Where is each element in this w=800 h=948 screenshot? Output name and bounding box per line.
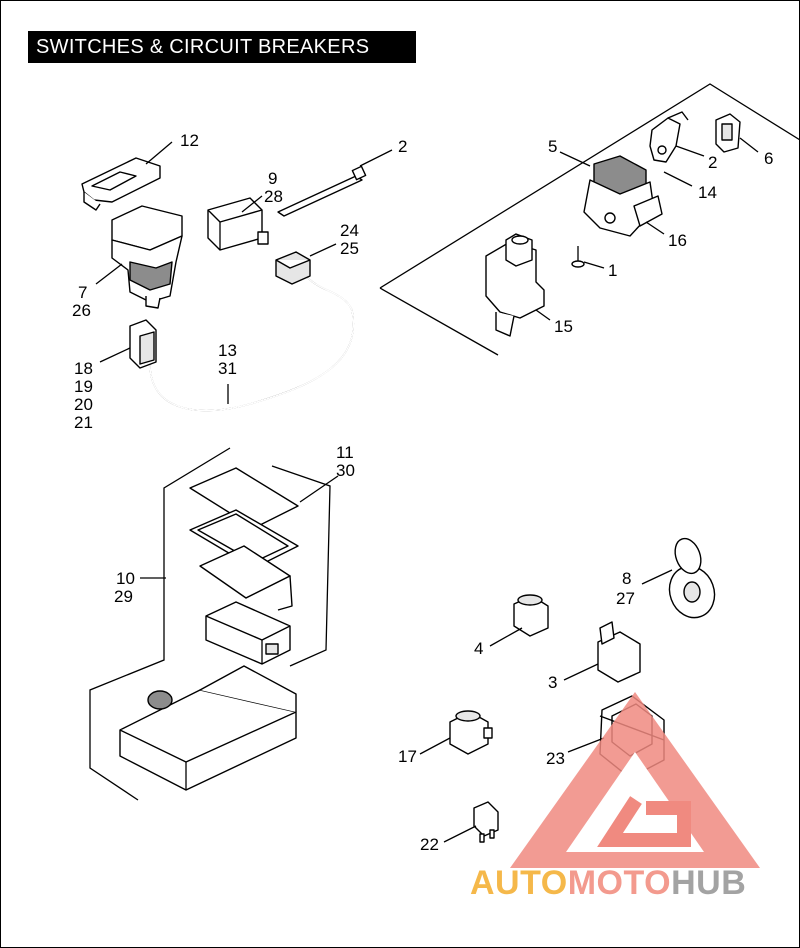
- watermark-auto: AUTO: [470, 864, 568, 902]
- callout-7: 7: [78, 283, 87, 302]
- ignition-group-boundary: [379, 83, 800, 356]
- callout-26: 26: [72, 301, 91, 320]
- leader-lines: [95, 137, 759, 843]
- part-1-screw: [571, 246, 585, 268]
- callout-10: 10: [116, 569, 135, 588]
- part-9-connector: [207, 197, 269, 251]
- part-24-harness-connector: [275, 251, 311, 285]
- part-4-switch: [513, 594, 549, 637]
- watermark-logo: [510, 692, 760, 868]
- part-2-cable-strap: [277, 165, 367, 217]
- callout-31: 31: [218, 359, 237, 378]
- callout-3: 3: [548, 673, 557, 692]
- callout-25: 25: [340, 239, 359, 258]
- callout-11: 11: [336, 443, 354, 462]
- callout-2-upper-left: 2: [398, 137, 407, 156]
- callout-18: 18: [74, 359, 93, 378]
- watermark-moto: MOTO: [567, 864, 672, 902]
- callout-22: 22: [420, 835, 439, 854]
- part-17-switch: [449, 710, 493, 755]
- callout-20: 20: [74, 395, 93, 414]
- watermark-g-mark: [597, 796, 691, 847]
- callout-16: 16: [668, 231, 687, 250]
- callout-2-upper-right: 2: [708, 153, 717, 172]
- callout-24: 24: [340, 221, 359, 240]
- callout-12: 12: [180, 131, 199, 150]
- part-10-plate: [199, 545, 293, 611]
- part-13-wiring-harness: [149, 277, 355, 412]
- callout-28: 28: [264, 187, 283, 206]
- callout-29: 29: [114, 587, 133, 606]
- callout-13: 13: [218, 341, 237, 360]
- callout-4: 4: [474, 639, 483, 658]
- callout-1: 1: [608, 261, 617, 280]
- part-7-switch-housing: [111, 205, 183, 309]
- part-11-enclosure-box: [119, 665, 297, 791]
- breaker-group-boundary: [89, 447, 331, 801]
- callout-9: 9: [268, 169, 277, 188]
- part-15-ignition-switch: [485, 233, 545, 337]
- part-10-breaker-module: [205, 601, 291, 665]
- callout-23: 23: [546, 749, 565, 768]
- callout-30: 30: [336, 461, 355, 480]
- part-18-connector: [129, 319, 157, 369]
- callout-17: 17: [398, 747, 417, 766]
- callout-21: 21: [74, 413, 93, 432]
- part-8-cap: [668, 537, 716, 619]
- callout-15: 15: [554, 317, 573, 336]
- callout-27: 27: [616, 589, 635, 608]
- callout-labels: 12 2 9 28 24 25 7 26 13 31 18 19 20 21 5…: [72, 131, 773, 854]
- watermark-hub: HUB: [671, 864, 747, 902]
- part-6-clip: [715, 113, 741, 153]
- callout-6: 6: [764, 149, 773, 168]
- callout-5: 5: [548, 137, 557, 156]
- part-22-fuse: [473, 801, 499, 843]
- part-12-bracket: [81, 157, 161, 211]
- callout-19: 19: [74, 377, 93, 396]
- part-3-relay: [597, 621, 641, 683]
- watermark-text: AUTOMOTOHUB: [470, 864, 746, 903]
- part-16-switch-cover: [583, 155, 663, 237]
- page-title: SWITCHES & CIRCUIT BREAKERS: [28, 31, 416, 63]
- callout-8: 8: [622, 569, 631, 588]
- part-14-key: [649, 111, 689, 163]
- part-11-gasket-mid: [189, 509, 299, 569]
- callout-14: 14: [698, 183, 717, 202]
